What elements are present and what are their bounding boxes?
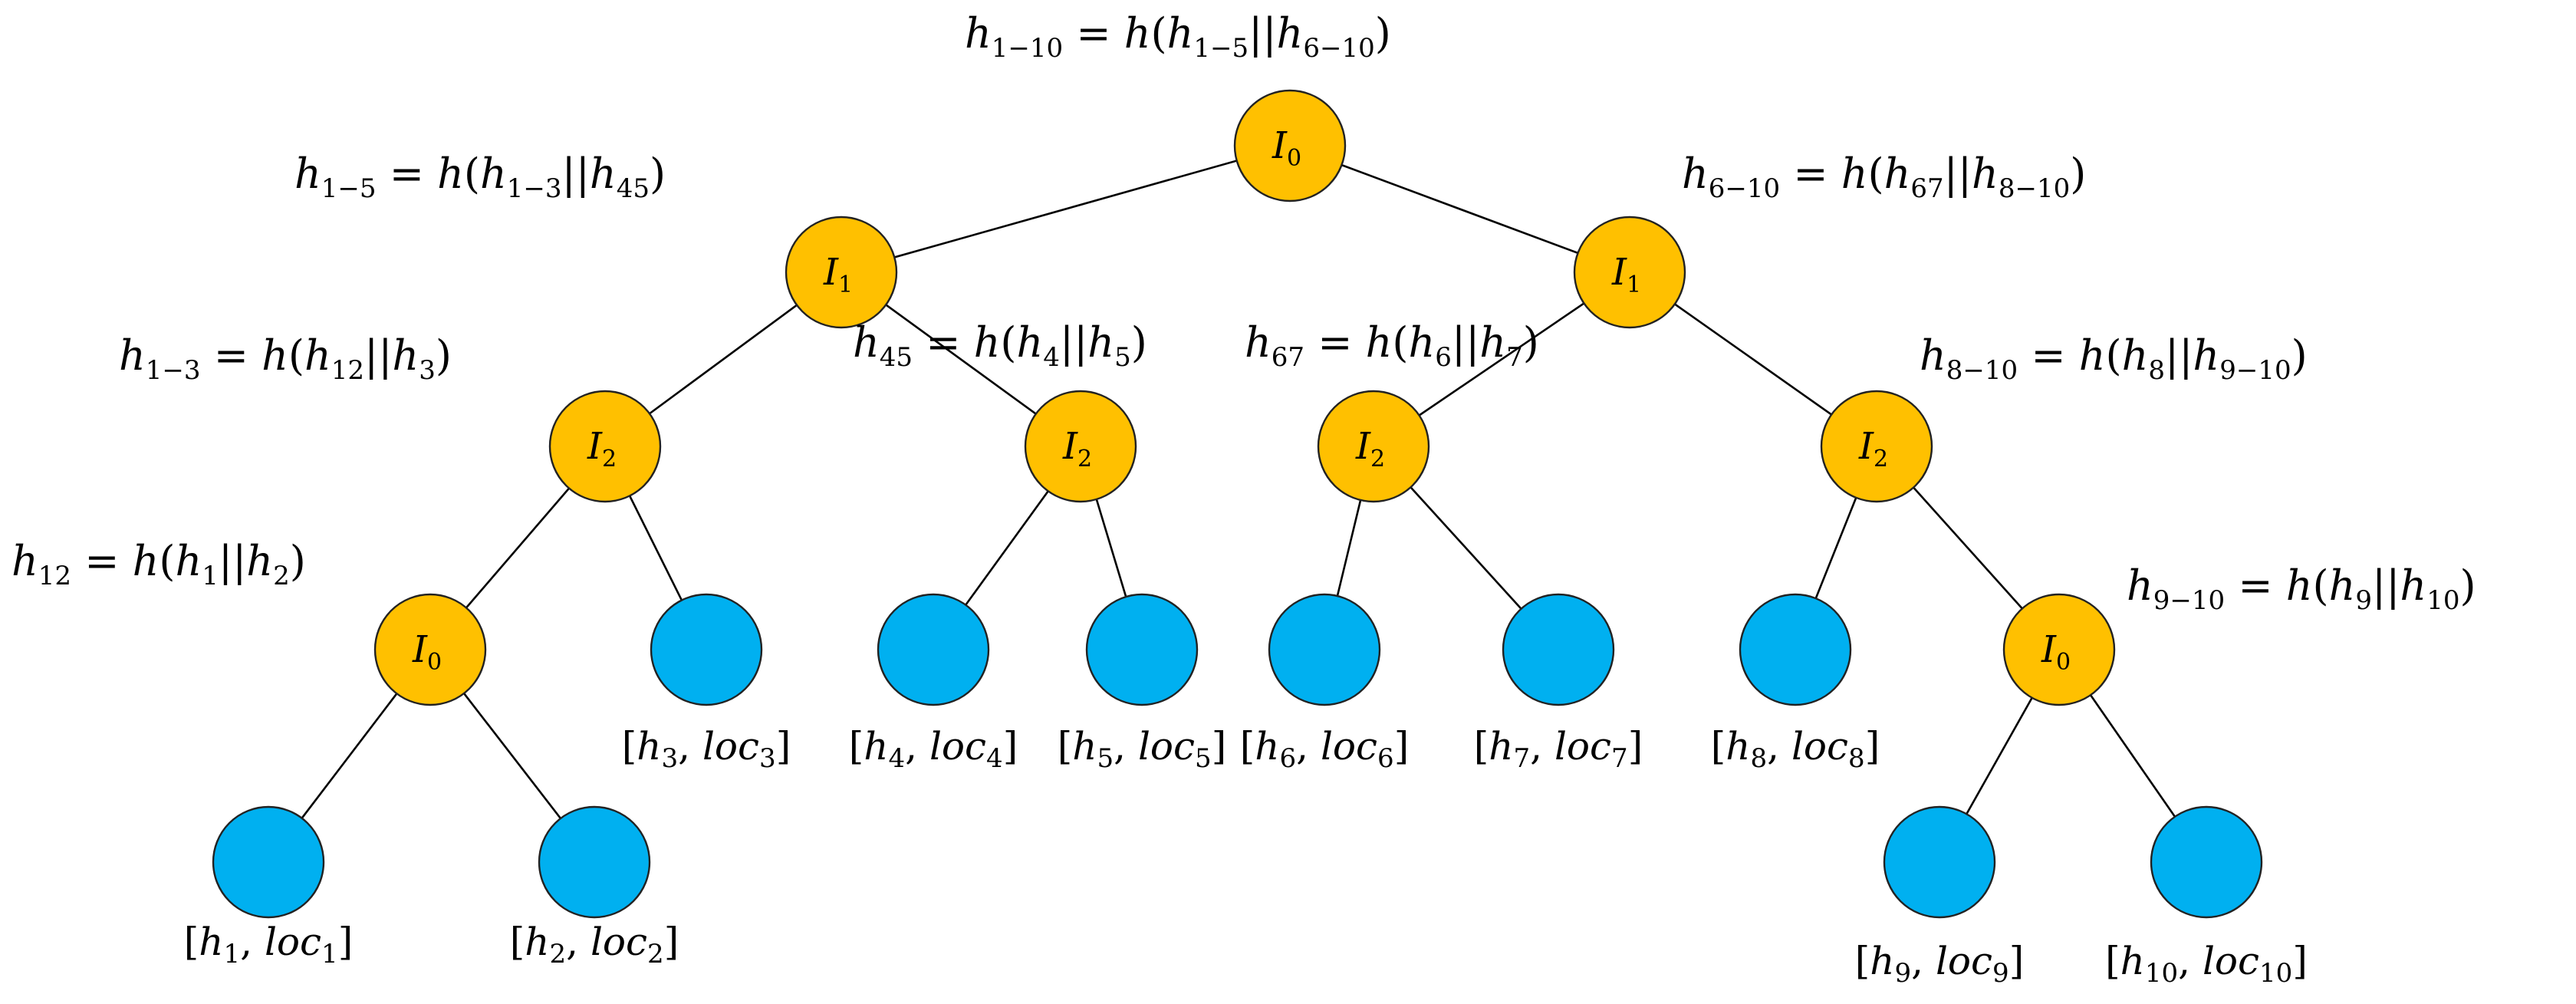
hash-equation-h_12: h12 = h(h1||h2)	[12, 537, 306, 591]
internal-circle	[1317, 390, 1430, 503]
leaf-label-L10: [h10, loc10]	[2105, 939, 2308, 989]
leaf-circle	[1085, 593, 1199, 706]
hash-equation-h_45: h45 = h(h4||h5)	[853, 318, 1147, 373]
internal-node-n2b: I2	[1024, 390, 1137, 503]
internal-node-n1R: I1	[1573, 216, 1686, 329]
leaf-node-L4	[877, 593, 990, 706]
node-index-label: I2	[1355, 425, 1385, 472]
labels-layer: [h1, loc1] [h2, loc2] [h3, loc3] [h4, loc4]…	[12, 9, 2476, 989]
leaf-circle	[1739, 593, 1852, 706]
node-index-label: I2	[1062, 425, 1092, 472]
internal-circle	[1820, 390, 1933, 503]
hash-equation-h_67: h67 = h(h6||h7)	[1245, 318, 1539, 373]
leaf-label-L2: [h2, loc2]	[510, 920, 679, 969]
internal-node-n2d: I2	[1820, 390, 1933, 503]
node-index-label: I0	[412, 628, 442, 676]
node-index-label: I2	[1858, 425, 1888, 472]
internal-circle	[1573, 216, 1686, 329]
internal-circle	[373, 593, 487, 706]
node-index-label: I1	[1611, 251, 1641, 298]
hash-equation-h_8_10: h8−10 = h(h8||h9−10)	[1920, 331, 2308, 386]
leaf-label-L5: [h5, loc5]	[1058, 724, 1226, 774]
leaf-node-L7	[1502, 593, 1615, 706]
leaf-node-L8	[1739, 593, 1852, 706]
internal-node-n0a: I0	[373, 593, 487, 706]
leaf-node-L5	[1085, 593, 1199, 706]
internal-circle	[1233, 89, 1347, 202]
tree-edge-root-n1R	[1289, 144, 1630, 274]
hash-equation-h_1_3: h1−3 = h(h12||h3)	[119, 331, 452, 386]
leaf-node-L1	[212, 805, 325, 919]
node-index-label: I0	[2041, 628, 2071, 676]
leaf-circle	[212, 805, 325, 919]
hash-equation-h_1_5: h1−5 = h(h1−3||h45)	[294, 150, 666, 204]
leaf-node-L2	[538, 805, 651, 919]
hash-equation-h_1_10: h1−10 = h(h1−5||h6−10)	[965, 9, 1391, 64]
leaf-circle	[1883, 805, 1996, 919]
node-index-label: I0	[1272, 124, 1301, 172]
leaf-node-L3	[650, 593, 763, 706]
leaf-label-L3: [h3, loc3]	[622, 724, 791, 774]
hash-equation-h_9_10: h9−10 = h(h9||h10)	[2127, 561, 2476, 616]
leaf-circle	[1268, 593, 1381, 706]
leaf-node-L6	[1268, 593, 1381, 706]
internal-node-n1L: I1	[785, 216, 898, 329]
leaf-circle	[538, 805, 651, 919]
leaf-circle	[1502, 593, 1615, 706]
leaf-node-L9	[1883, 805, 1996, 919]
leaf-label-L1: [h1, loc1]	[184, 920, 353, 969]
leaf-circle	[2150, 805, 2263, 919]
leaf-label-L9: [h9, loc9]	[1855, 939, 2024, 989]
internal-circle	[1024, 390, 1137, 503]
internal-circle	[548, 390, 662, 503]
internal-node-n2c: I2	[1317, 390, 1430, 503]
leaf-circle	[877, 593, 990, 706]
internal-node-n2a: I2	[548, 390, 662, 503]
leaf-label-L4: [h4, loc4]	[849, 724, 1018, 774]
leaf-label-L8: [h8, loc8]	[1711, 724, 1880, 774]
leaf-node-L10	[2150, 805, 2263, 919]
node-index-label: I2	[587, 425, 617, 472]
leaf-label-L7: [h7, loc7]	[1474, 724, 1643, 774]
tree-edge-root-n1L	[841, 144, 1291, 274]
edges-layer	[267, 144, 2208, 863]
internal-node-n0b: I0	[2002, 593, 2116, 706]
node-index-label: I1	[823, 251, 853, 298]
leaf-label-L6: [h6, loc6]	[1240, 724, 1409, 774]
leaf-circle	[650, 593, 763, 706]
internal-node-root: I0	[1233, 89, 1347, 202]
hash-equation-h_6_10: h6−10 = h(h67||h8−10)	[1682, 150, 2086, 204]
internal-circle	[785, 216, 898, 329]
internal-circle	[2002, 593, 2116, 706]
